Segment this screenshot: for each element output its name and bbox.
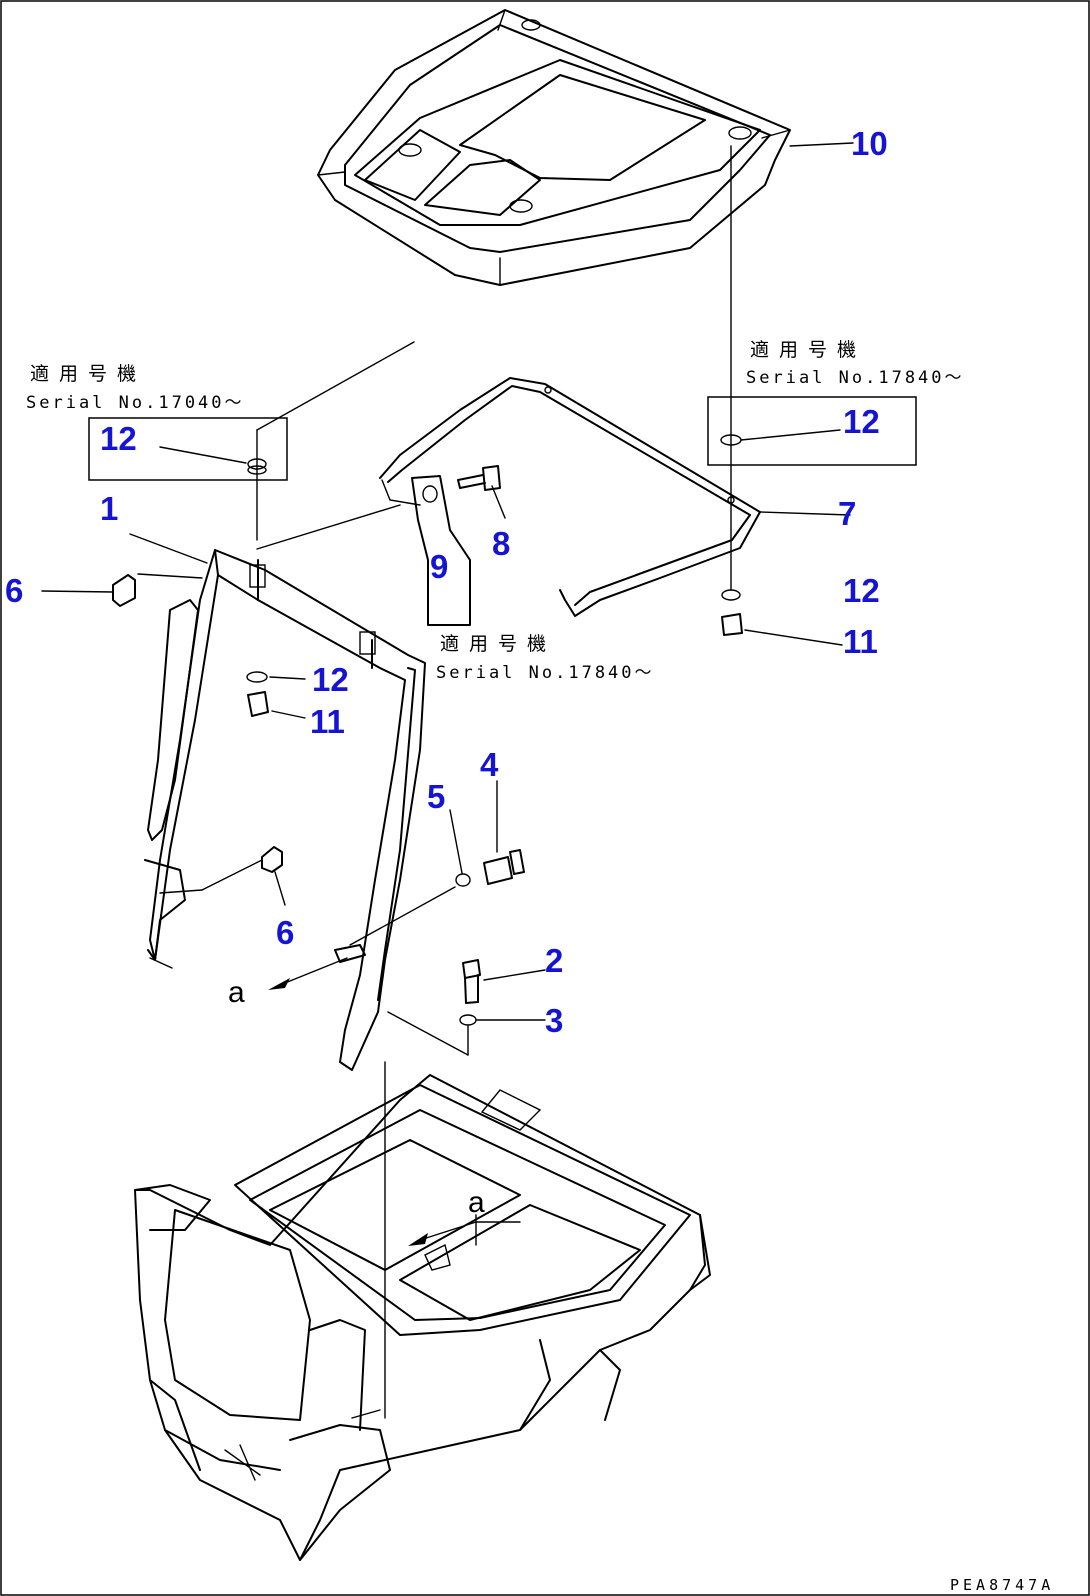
callout-12-left-box: 12 bbox=[100, 420, 137, 457]
callout-5: 5 bbox=[427, 778, 445, 815]
view-label-a-lower: a bbox=[468, 1186, 485, 1219]
callout-11-left: 11 bbox=[310, 703, 345, 740]
callout-6-left: 6 bbox=[5, 572, 23, 609]
serial-box-left bbox=[88, 417, 288, 481]
callout-11-right: 11 bbox=[843, 623, 878, 660]
callout-3: 3 bbox=[545, 1002, 563, 1039]
serial-box-right bbox=[707, 396, 917, 466]
serial-note-left: Serial No.17040～ bbox=[26, 393, 245, 413]
callout-12-right: 12 bbox=[843, 572, 880, 609]
callout-8: 8 bbox=[492, 525, 510, 562]
front-frame-part-1 bbox=[144, 549, 426, 1071]
callout-10: 10 bbox=[851, 125, 888, 162]
view-label-a-upper: a bbox=[228, 976, 245, 1009]
callout-6-bottom: 6 bbox=[276, 914, 294, 951]
callout-1: 1 bbox=[100, 490, 118, 527]
serial-note-center-jp: 適用号機 bbox=[440, 633, 556, 655]
callout-7: 7 bbox=[838, 495, 856, 532]
serial-note-right-jp: 適用号機 bbox=[750, 339, 866, 361]
callout-2: 2 bbox=[545, 942, 563, 979]
drawing-code: PEA8747A bbox=[950, 1576, 1054, 1594]
serial-note-center: Serial No.17840～ bbox=[436, 663, 655, 683]
window-frame-part-7 bbox=[379, 377, 851, 617]
bolt-part-8 bbox=[457, 465, 506, 519]
callout-12-right-box: 12 bbox=[843, 403, 880, 440]
serial-note-left-jp: 適用号機 bbox=[30, 363, 146, 385]
bracket-part-9 bbox=[411, 475, 471, 626]
callout-4: 4 bbox=[480, 746, 499, 783]
serial-note-right: Serial No.17840～ bbox=[746, 368, 965, 388]
roof-panel bbox=[317, 9, 791, 286]
callout-12-left: 12 bbox=[312, 661, 349, 698]
bolt-part-2 bbox=[462, 959, 481, 1004]
floor-assembly bbox=[134, 1074, 711, 1561]
callout-9: 9 bbox=[430, 548, 448, 585]
